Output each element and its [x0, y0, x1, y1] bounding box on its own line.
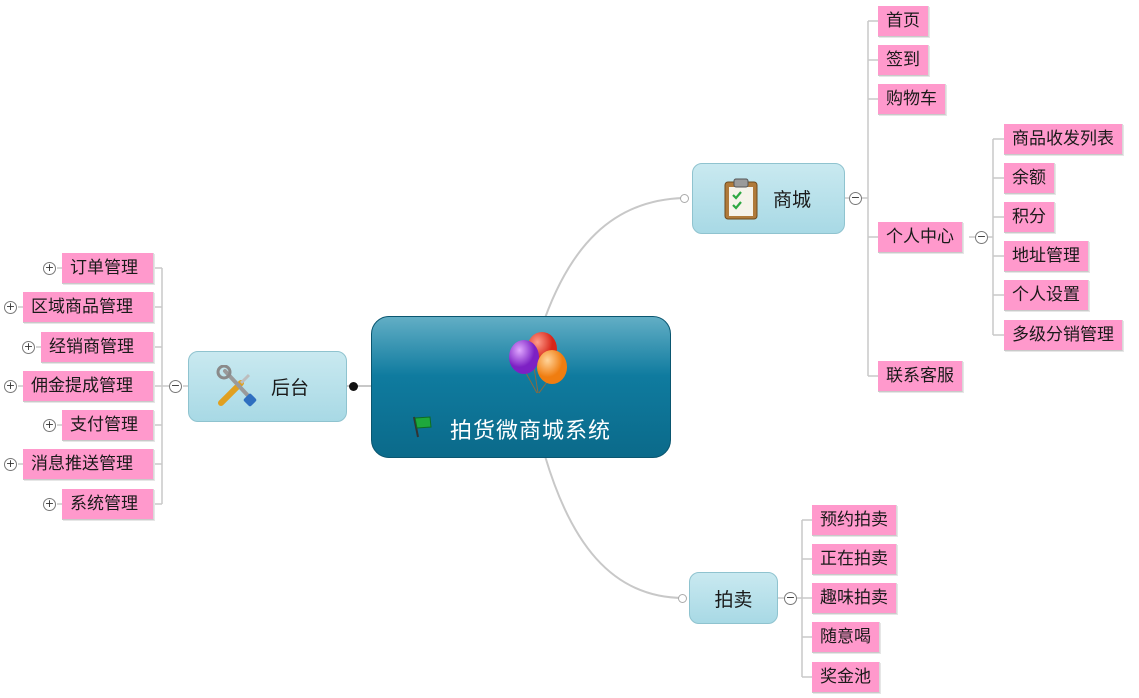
backend-item-payment[interactable]: 支付管理: [62, 410, 154, 441]
central-connector-dot: [349, 382, 358, 391]
shop-item-customer-service[interactable]: 联系客服: [878, 361, 963, 392]
auction-collapse-toggle[interactable]: −: [784, 591, 797, 605]
central-topic[interactable]: 拍货微商城系统: [371, 316, 671, 458]
dealers-expand-toggle[interactable]: +: [22, 340, 35, 354]
auction-item-drink[interactable]: 随意喝: [812, 622, 880, 653]
auction-item-fun[interactable]: 趣味拍卖: [812, 583, 897, 614]
tools-icon: [216, 364, 257, 406]
branch-auction-label: 拍卖: [714, 588, 753, 611]
personal-center-collapse-toggle[interactable]: −: [975, 230, 988, 244]
branch-shop[interactable]: 商城: [692, 163, 845, 234]
branch-auction[interactable]: 拍卖: [689, 572, 778, 624]
regional-goods-expand-toggle[interactable]: +: [4, 300, 17, 314]
shop-item-home[interactable]: 首页: [878, 6, 929, 37]
personal-item-distribution[interactable]: 多级分销管理: [1004, 320, 1123, 351]
push-expand-toggle[interactable]: +: [4, 457, 17, 471]
commission-expand-toggle[interactable]: +: [4, 379, 17, 393]
payment-expand-toggle[interactable]: +: [43, 418, 56, 432]
shop-connector-ring: [680, 194, 689, 203]
personal-item-address[interactable]: 地址管理: [1004, 241, 1089, 272]
backend-item-orders[interactable]: 订单管理: [62, 253, 154, 284]
branch-backend[interactable]: 后台: [188, 351, 347, 422]
branch-backend-label: 后台: [271, 377, 310, 399]
auction-item-prize-pool[interactable]: 奖金池: [812, 662, 880, 693]
backend-item-commission[interactable]: 佣金提成管理: [23, 371, 154, 402]
backend-item-dealers[interactable]: 经销商管理: [41, 332, 154, 363]
system-expand-toggle[interactable]: +: [43, 497, 56, 511]
orders-expand-toggle[interactable]: +: [43, 261, 56, 275]
personal-item-balance[interactable]: 余额: [1004, 163, 1055, 194]
central-title: 拍货微商城系统: [450, 419, 612, 444]
auction-item-reserve[interactable]: 预约拍卖: [812, 505, 897, 536]
backend-item-push[interactable]: 消息推送管理: [23, 449, 154, 480]
branch-shop-label: 商城: [773, 189, 812, 211]
clipboard-icon: [724, 178, 758, 219]
backend-collapse-toggle[interactable]: −: [169, 379, 182, 393]
shop-item-cart[interactable]: 购物车: [878, 84, 946, 115]
personal-item-settings[interactable]: 个人设置: [1004, 280, 1089, 311]
backend-item-regional-goods[interactable]: 区域商品管理: [23, 292, 154, 323]
shop-item-checkin[interactable]: 签到: [878, 45, 929, 76]
balloons-icon: [509, 332, 567, 394]
green-flag-icon: [413, 416, 432, 438]
personal-item-goods-list[interactable]: 商品收发列表: [1004, 124, 1123, 155]
auction-connector-ring: [678, 594, 687, 603]
shop-item-personal-center[interactable]: 个人中心: [878, 222, 963, 253]
backend-item-system[interactable]: 系统管理: [62, 489, 154, 520]
auction-item-live[interactable]: 正在拍卖: [812, 544, 897, 575]
shop-collapse-toggle[interactable]: −: [849, 191, 862, 205]
personal-item-points[interactable]: 积分: [1004, 202, 1055, 233]
